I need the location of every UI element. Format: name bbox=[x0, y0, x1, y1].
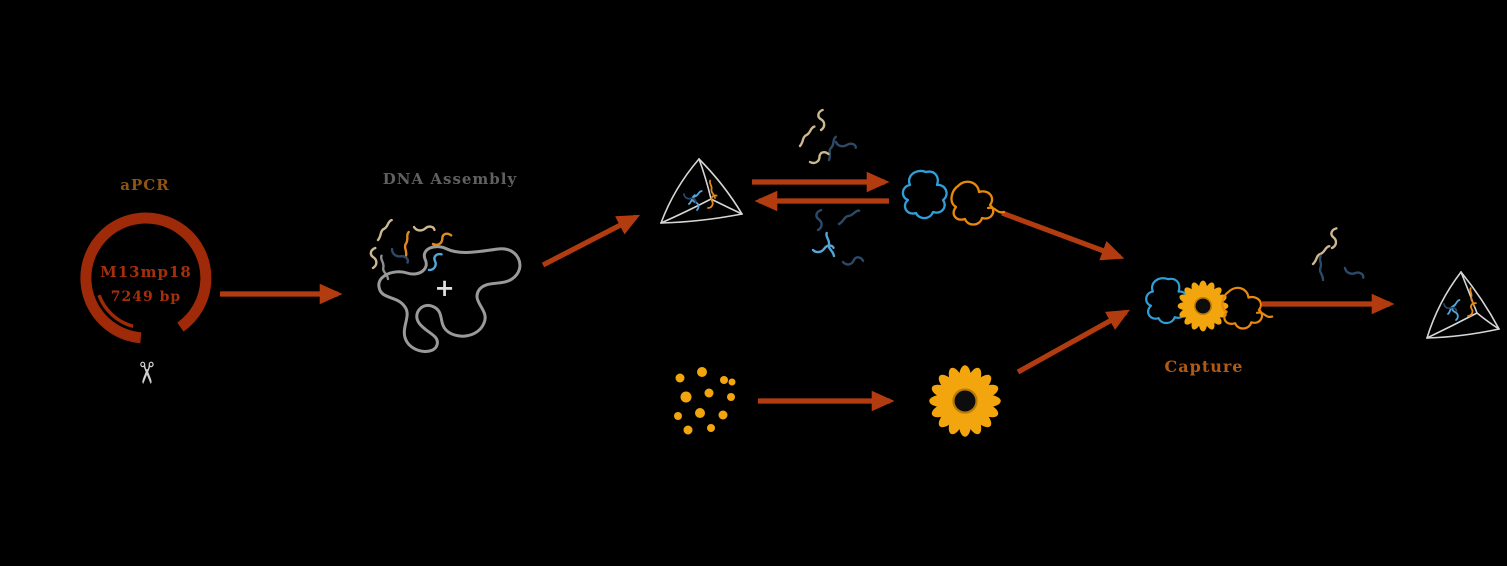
tetrahedron-edge bbox=[1460, 271, 1500, 330]
tetrahedron-edge bbox=[660, 198, 712, 224]
tetrahedron-edge bbox=[1426, 271, 1462, 339]
gold-particle bbox=[727, 393, 735, 401]
plus-sign: + bbox=[434, 273, 455, 302]
gold-particle bbox=[695, 408, 705, 418]
tetrahedron-edge bbox=[1426, 312, 1478, 339]
nanoparticle-cluster bbox=[674, 367, 736, 435]
dna-assembly-label: DNA Assembly bbox=[383, 170, 518, 188]
plasmid-ring-arc bbox=[80, 212, 212, 344]
gold-particle bbox=[674, 412, 682, 420]
workflow-diagram: aPCR M13mp18 7249 bp ✂ DNA Assembly + bbox=[40, 16, 1507, 550]
capture-microsphere-icon bbox=[1178, 281, 1229, 332]
arrow-target-to-capture bbox=[1001, 210, 1125, 261]
tetrahedron-edge bbox=[698, 158, 712, 200]
gold-particle bbox=[683, 425, 693, 435]
tetrahedron-edge bbox=[710, 198, 743, 215]
gold-particle bbox=[697, 367, 707, 377]
gold-particle bbox=[720, 376, 728, 384]
gold-particle bbox=[718, 410, 728, 420]
plasmid-feature-arc bbox=[97, 294, 134, 328]
scissors-icon: ✂ bbox=[128, 360, 163, 385]
process-arrows bbox=[220, 171, 1395, 412]
tetrahedron-edge bbox=[698, 158, 743, 215]
microsphere-icon bbox=[929, 365, 1001, 437]
tetrahedron-edge bbox=[1476, 312, 1500, 330]
arrow-assembly-to-tetrahedron bbox=[541, 214, 641, 268]
capture-complex: Capture bbox=[1145, 277, 1274, 376]
plasmid-ring bbox=[80, 212, 212, 344]
tetrahedron-1 bbox=[660, 158, 743, 224]
gold-particle bbox=[704, 388, 714, 398]
scaffold-strand bbox=[377, 245, 522, 353]
plasmid-name: M13mp18 bbox=[100, 263, 192, 281]
plasmid-size: 7249 bp bbox=[111, 289, 181, 305]
background bbox=[40, 16, 1507, 550]
tetrahedron-edge bbox=[660, 213, 743, 224]
gold-particle bbox=[707, 424, 715, 432]
plasmid-group: aPCR M13mp18 7249 bp ✂ bbox=[80, 176, 212, 386]
tetrahedron-edge bbox=[1426, 328, 1500, 339]
apcr-label: aPCR bbox=[120, 176, 169, 194]
arrow-microsphere-to-capture bbox=[1016, 309, 1131, 375]
tetrahedron-2 bbox=[1426, 271, 1500, 339]
capture-label: Capture bbox=[1165, 357, 1244, 376]
tetrahedron-edge bbox=[1460, 271, 1478, 314]
gold-particle bbox=[675, 373, 685, 383]
tetrahedron-edge bbox=[660, 158, 700, 224]
gold-particle bbox=[680, 391, 692, 403]
gold-particle bbox=[728, 378, 736, 386]
diagram-canvas: aPCR M13mp18 7249 bp ✂ DNA Assembly + bbox=[40, 16, 1507, 550]
